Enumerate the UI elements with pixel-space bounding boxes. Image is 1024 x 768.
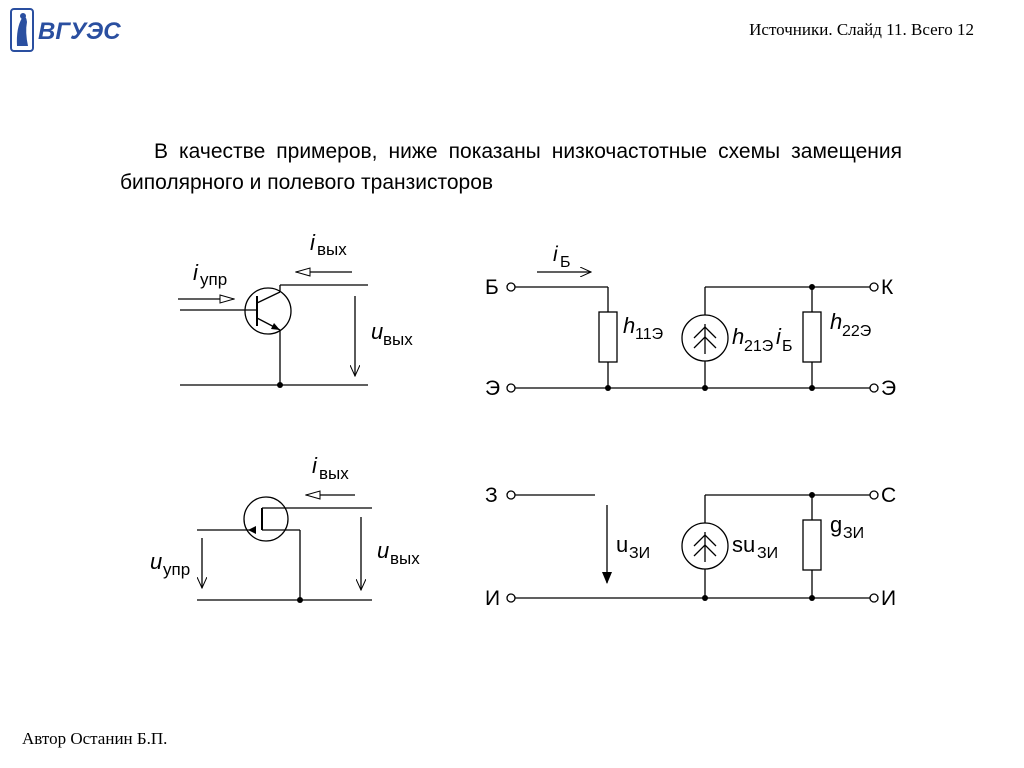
bjt-out-current-label: i	[310, 230, 316, 255]
g-resistor	[802, 519, 822, 571]
s-source-sub: ЗИ	[757, 545, 778, 562]
fet-ctrl-voltage-label: u	[150, 549, 162, 574]
terminal-gate	[506, 490, 516, 500]
h21-ib-sub: Б	[782, 338, 793, 355]
fet-ctrl-voltage-sub: упр	[163, 560, 190, 579]
fet-gate-arrowhead	[248, 526, 256, 534]
h21-sub: 21Э	[744, 338, 773, 355]
label-source-left: И	[485, 587, 500, 610]
base-current-label: i	[553, 243, 559, 266]
fet-out-voltage-label: u	[377, 538, 389, 563]
bjt-junction-dot	[277, 382, 283, 388]
fet-model	[515, 494, 870, 599]
logo-text: ВГУЭС	[38, 18, 121, 45]
intro-paragraph: В качестве примеров, ниже показаны низко…	[120, 140, 902, 194]
g-label: g	[830, 512, 842, 537]
fet-symbol	[197, 495, 372, 601]
author-footer: Автор Останин Б.П.	[22, 729, 168, 748]
fet-junction-dot	[297, 597, 303, 603]
h11-label: h	[623, 313, 635, 338]
terminal-collector	[869, 282, 879, 292]
label-drain: С	[881, 484, 896, 507]
u-gs-label: u	[616, 532, 628, 557]
terminal-base	[506, 282, 516, 292]
terminal-source-left	[506, 593, 516, 603]
base-current-sub: Б	[560, 254, 571, 271]
fet-out-current-label: i	[312, 453, 318, 478]
vguesu-logo: ВГУЭС	[10, 8, 121, 52]
label-collector: К	[881, 276, 894, 299]
terminal-drain	[869, 490, 879, 500]
bjt-out-voltage-sub: вых	[383, 330, 413, 349]
fet-out-current-sub: вых	[319, 464, 349, 483]
bjt-body	[244, 287, 292, 335]
h22-resistor	[802, 311, 822, 363]
label-emitter-right: Э	[881, 377, 896, 400]
terminal-source-right	[869, 593, 879, 603]
bjt-ctrl-current-sub: упр	[200, 270, 227, 289]
bjt-out-voltage-label: u	[371, 319, 383, 344]
label-source-right: И	[881, 587, 896, 610]
s-source-label: su	[732, 532, 755, 557]
bjt-ctrl-current-label: i	[193, 260, 199, 285]
bjt-emitter-arrowhead	[271, 323, 280, 330]
h21-label: h	[732, 324, 744, 349]
slide-header: Источники. Слайд 11. Всего 12	[749, 20, 974, 39]
label-emitter-left: Э	[485, 377, 500, 400]
label-base: Б	[485, 276, 499, 299]
g-sub: ЗИ	[843, 525, 864, 542]
bjt-symbol	[178, 272, 368, 386]
bjt-out-current-sub: вых	[317, 240, 347, 259]
fet-body	[243, 496, 289, 542]
bjt-model	[515, 272, 870, 389]
terminal-emitter-left	[506, 383, 516, 393]
u-gs-sub: ЗИ	[629, 545, 650, 562]
h21-ib-label: i	[776, 324, 782, 349]
terminal-emitter-right	[869, 383, 879, 393]
bjt-collector-lead	[256, 291, 281, 304]
h11-sub: 11Э	[635, 326, 663, 343]
fet-out-voltage-sub: вых	[390, 549, 420, 568]
h22-sub: 22Э	[842, 323, 871, 340]
h11-resistor	[598, 311, 618, 363]
h22-label: h	[830, 309, 842, 334]
label-gate: З	[485, 484, 498, 507]
